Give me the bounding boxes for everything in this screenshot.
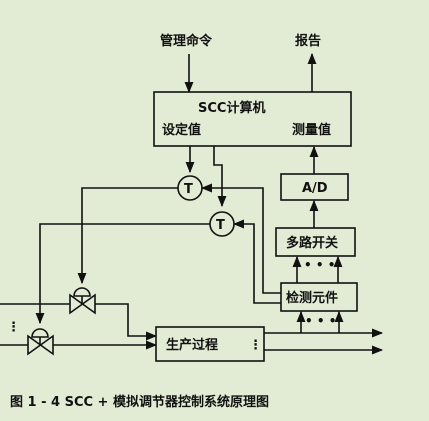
ad-label: A/D <box>302 181 328 196</box>
control-valve-1 <box>69 287 96 315</box>
setpoint-line-2 <box>213 146 227 208</box>
mux-dots: • • • <box>304 258 335 272</box>
scc-title: SCC计算机 <box>198 100 265 116</box>
figure-caption: 图 1 - 4 SCC + 模拟调节器控制系统原理图 <box>10 394 269 410</box>
setpoint-label: 设定值 <box>162 122 201 138</box>
detector-dots: • • • <box>305 314 336 328</box>
detector-label: 检测元件 <box>286 290 338 306</box>
control-valve-2 <box>27 328 54 356</box>
pipe-1-right <box>95 303 158 341</box>
measure-label: 测量值 <box>292 122 331 138</box>
command-label: 管理命令 <box>160 33 213 49</box>
feedback-to-t2 <box>232 219 281 304</box>
report-label: 报告 <box>295 33 321 49</box>
feedback-to-t1 <box>200 183 281 294</box>
t1-to-valve1 <box>77 187 178 285</box>
mux-box <box>275 227 356 257</box>
scc-computer-box <box>153 91 352 147</box>
t2-label: T <box>216 218 225 233</box>
mux-label: 多路开关 <box>286 235 338 251</box>
t2-to-valve2 <box>35 223 210 325</box>
process-label: 生产过程 <box>166 337 218 353</box>
t1-label: T <box>184 182 193 197</box>
detector-box <box>280 282 358 312</box>
side-dots: ⋮ <box>7 320 20 335</box>
process-dots: ⋮ <box>249 338 262 353</box>
